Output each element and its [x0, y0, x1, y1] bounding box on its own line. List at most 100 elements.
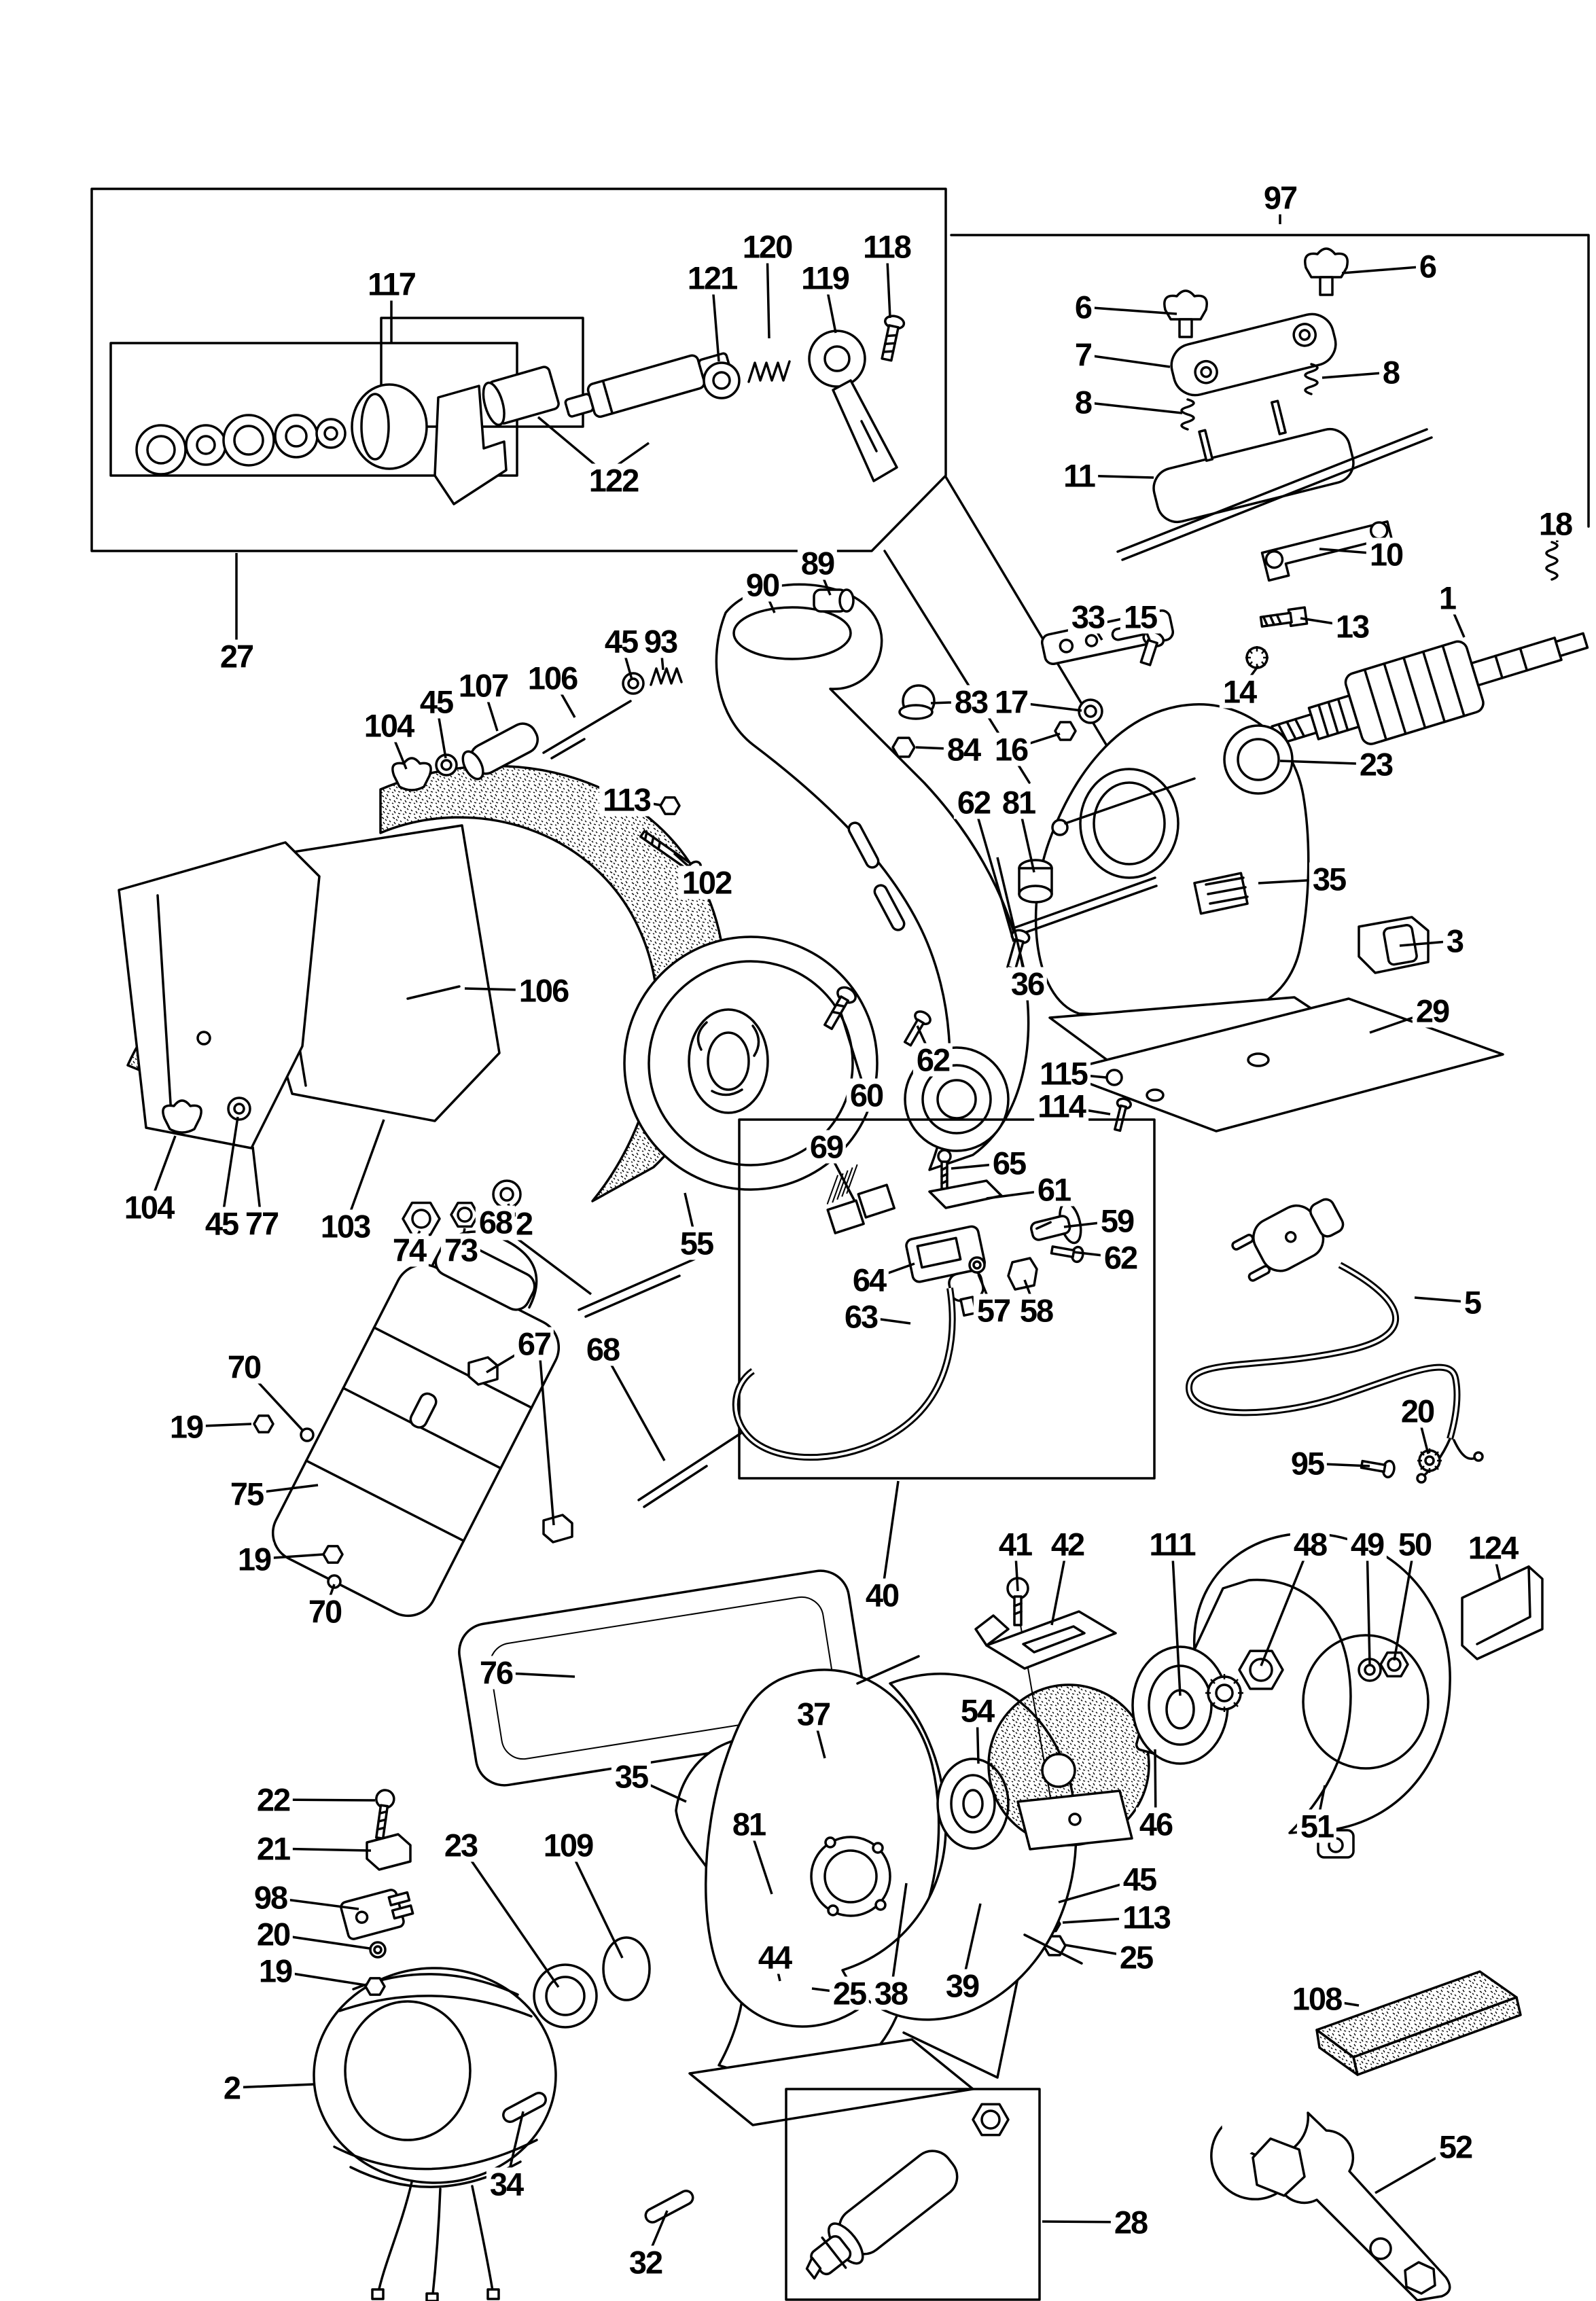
- callout-6: 6: [1415, 249, 1440, 283]
- callout-61: 61: [1033, 1173, 1074, 1207]
- leader-48: [1260, 1544, 1311, 1666]
- screw-95: [1360, 1459, 1396, 1479]
- leader-36: [996, 857, 1029, 984]
- pin-32: [644, 2190, 694, 2224]
- screw-13: [1259, 606, 1309, 628]
- wrench-52: [1210, 2109, 1451, 2301]
- callout-25: 25: [1116, 1940, 1156, 1974]
- callout-45: 45: [1119, 1862, 1160, 1896]
- pin-34: [502, 2091, 547, 2124]
- callout-51: 51: [1296, 1809, 1337, 1843]
- callout-119: 119: [798, 261, 852, 295]
- leader-45: [220, 1116, 239, 1224]
- screw-114: [1114, 1097, 1132, 1132]
- callout-45: 45: [601, 624, 641, 658]
- callout-106: 106: [524, 661, 581, 695]
- leader-49: [1366, 1544, 1371, 1665]
- leader-109: [567, 1844, 624, 1959]
- callout-114: 114: [1034, 1089, 1088, 1123]
- callout-81: 81: [728, 1807, 769, 1841]
- callout-65: 65: [989, 1146, 1029, 1180]
- spring-120: [747, 360, 791, 383]
- nut-48: [1239, 1651, 1283, 1689]
- knob-104: [391, 757, 432, 791]
- bolt-36b: [1051, 777, 1196, 836]
- callout-13: 13: [1332, 609, 1372, 643]
- callout-28: 28: [1110, 2205, 1151, 2239]
- leader-2: [231, 2083, 315, 2089]
- callout-68: 68: [475, 1205, 516, 1239]
- power-cord-5: [1185, 1198, 1484, 1484]
- callout-68: 68: [582, 1332, 623, 1366]
- callout-90: 90: [742, 568, 783, 602]
- leader-6: [1082, 306, 1177, 315]
- base-plate-11: [1152, 399, 1355, 523]
- callout-35: 35: [1309, 862, 1349, 896]
- callout-69: 69: [806, 1130, 847, 1164]
- grommet-83: [898, 684, 936, 720]
- callout-50: 50: [1394, 1527, 1435, 1561]
- leader-23: [459, 1844, 560, 1988]
- callout-45: 45: [416, 685, 457, 719]
- knob-6: [1304, 247, 1349, 296]
- callout-42: 42: [1047, 1527, 1088, 1561]
- callout-46: 46: [1135, 1807, 1176, 1841]
- callout-95: 95: [1287, 1446, 1328, 1480]
- callout-34: 34: [486, 2167, 527, 2201]
- star-washer-20: [1417, 1448, 1442, 1473]
- rest-rod: [1116, 428, 1433, 561]
- screw-62: [1050, 1245, 1084, 1264]
- callout-18: 18: [1535, 507, 1576, 541]
- callout-8: 8: [1071, 385, 1095, 419]
- leader-7: [1082, 353, 1171, 368]
- callout-122: 122: [585, 463, 642, 497]
- callout-109: 109: [539, 1828, 597, 1862]
- callout-104: 104: [120, 1190, 177, 1224]
- callout-35: 35: [611, 1760, 652, 1794]
- callout-83: 83: [951, 685, 991, 719]
- callout-60: 60: [846, 1078, 887, 1112]
- callout-63: 63: [840, 1300, 881, 1334]
- belt-cover-75: [271, 1230, 561, 1618]
- callout-55: 55: [676, 1226, 717, 1260]
- callout-21: 21: [253, 1832, 294, 1866]
- callout-23: 23: [440, 1828, 481, 1862]
- callout-22: 22: [253, 1783, 294, 1817]
- callout-62: 62: [1100, 1241, 1141, 1274]
- callout-113: 113: [1119, 1900, 1173, 1934]
- callout-29: 29: [1412, 994, 1453, 1028]
- callout-107: 107: [455, 668, 512, 702]
- rod-68: [637, 1432, 742, 1501]
- callout-17: 17: [991, 685, 1031, 719]
- callout-77: 77: [241, 1207, 282, 1241]
- lever-119: [808, 329, 898, 482]
- callout-3: 3: [1442, 924, 1467, 958]
- callout-103: 103: [317, 1209, 374, 1243]
- callout-38: 38: [870, 1976, 911, 2010]
- callout-19: 19: [255, 1954, 296, 1988]
- callout-62: 62: [912, 1043, 953, 1077]
- wheel-guard-outer-51: [1193, 1532, 1451, 1834]
- callout-62: 62: [953, 785, 994, 819]
- callout-76: 76: [476, 1656, 516, 1690]
- callout-89: 89: [797, 546, 838, 580]
- screw-62: [903, 1010, 932, 1047]
- callout-121: 121: [684, 261, 741, 295]
- leader-111: [1171, 1544, 1182, 1696]
- callout-118: 118: [859, 230, 914, 264]
- leader-62: [972, 802, 1015, 942]
- callout-33: 33: [1067, 600, 1108, 634]
- spring-8: [1304, 363, 1319, 395]
- callout-37: 37: [793, 1697, 834, 1731]
- callout-93: 93: [640, 624, 681, 658]
- callout-74: 74: [389, 1233, 429, 1267]
- callout-44: 44: [754, 1940, 795, 1974]
- grinding-wheel-group: [705, 1532, 1544, 2028]
- callout-10: 10: [1366, 537, 1406, 571]
- spring-93: [650, 667, 683, 686]
- callout-59: 59: [1097, 1204, 1137, 1238]
- stud-70: [300, 1427, 315, 1442]
- motor-housing-front-35: [975, 702, 1504, 1132]
